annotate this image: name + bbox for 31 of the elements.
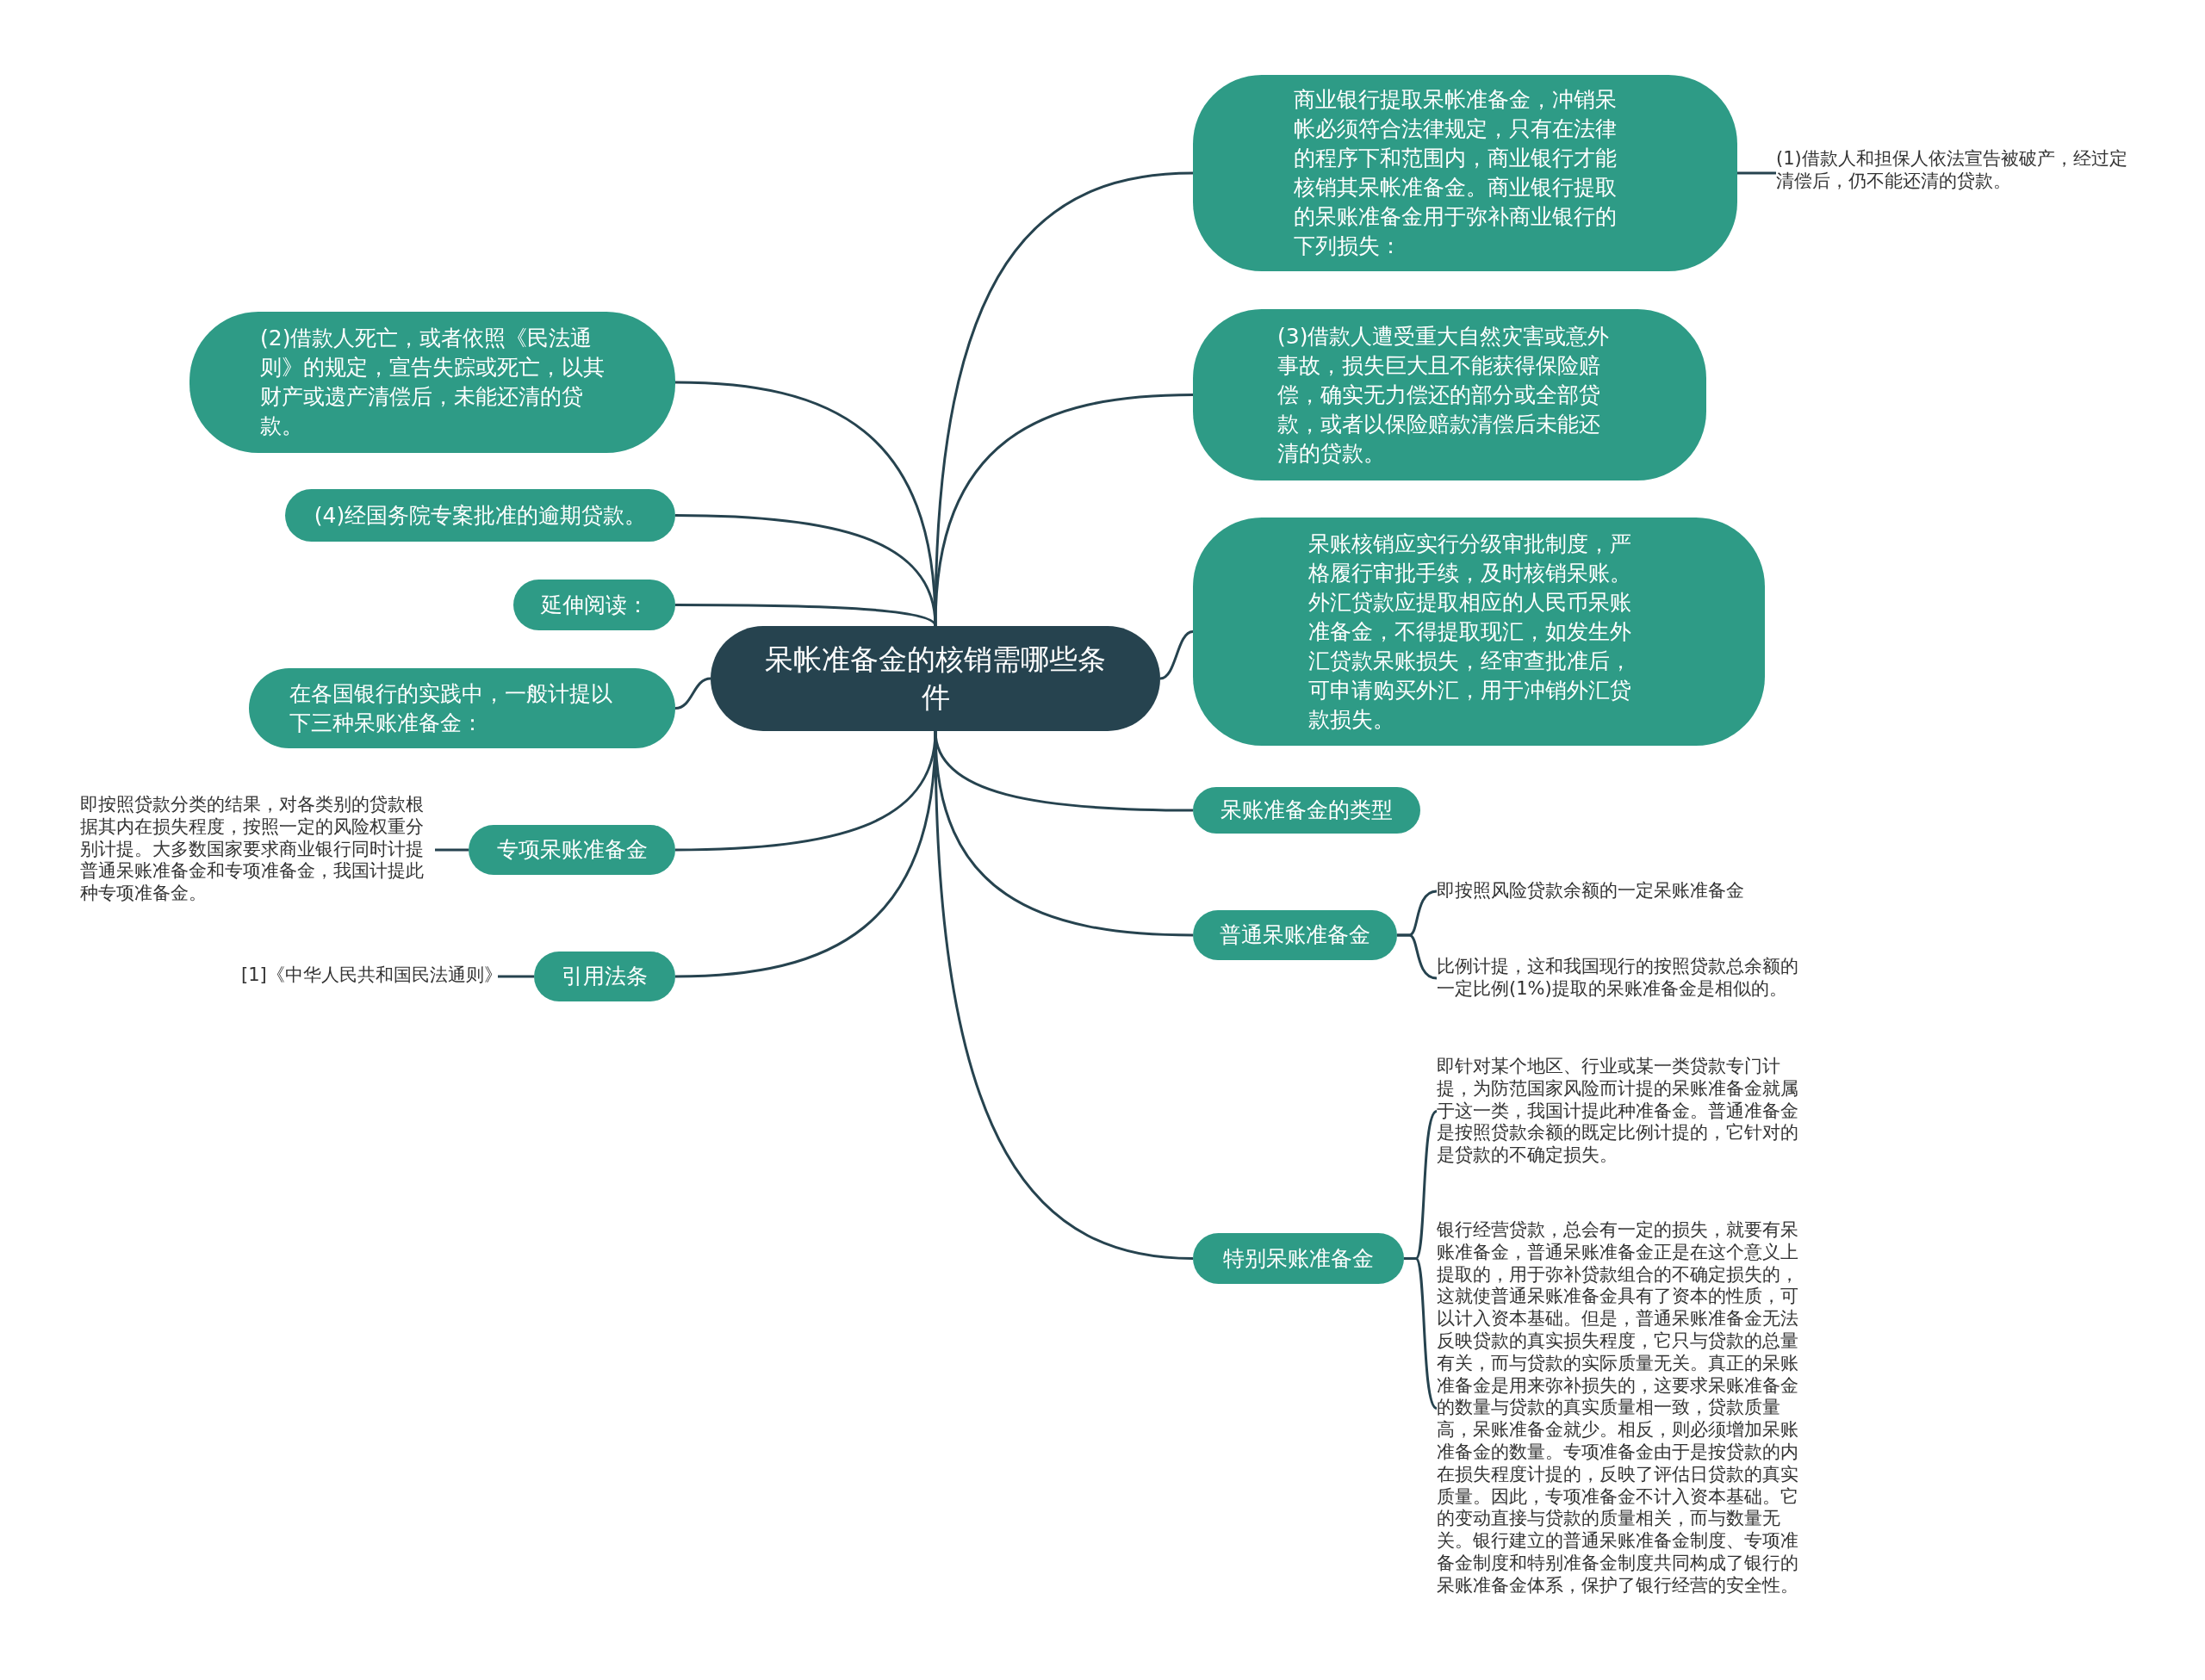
connector: [674, 730, 937, 978]
topic-pill: 延伸阅读：: [513, 580, 675, 630]
topic-pill: 在各国银行的实践中，一般计提以下三种呆账准备金：: [249, 668, 675, 748]
note-text: [1]《中华人民共和国民法通则》: [241, 964, 498, 987]
connector: [934, 730, 1194, 1260]
connector: [674, 677, 711, 710]
topic-pill: 呆账核销应实行分级审批制度，严格履行审批手续，及时核销呆账。外汇贷款应提取相应的人民币呆账准备金，不得提取现汇，如发生外汇贷款呆账损失，经审查批准后，可申请购买外汇，用于冲销外汇贷款损失。: [1193, 518, 1765, 746]
topic-pill: (4)经国务院专案批准的逾期贷款。: [285, 489, 675, 542]
topic-pill: (3)借款人遭受重大自然灾害或意外事故，损失巨大且不能获得保险赔偿，确实无力偿还的部分或全部贷款，或者以保险赔款清偿后未能还清的贷款。: [1193, 309, 1706, 480]
note-text: 即针对某个地区、行业或某一类贷款专门计提，为防范国家风险而计提的呆账准备金就属于这一类，我国计提此种准备金。普通准备金是按照贷款余额的既定比例计提的，它针对的是贷款的不确定损失。: [1437, 1056, 1798, 1167]
connector: [435, 848, 469, 852]
connector: [1159, 630, 1194, 680]
connector: [1404, 1257, 1438, 1410]
note-text: 比例计提，这和我国现行的按照贷款总余额的一定比例(1%)提取的呆账准备金是相似的。: [1437, 956, 1798, 1001]
topic-pill: 引用法条: [534, 952, 675, 1001]
note-text: 即按照贷款分类的结果，对各类别的贷款根据其内在损失程度，按照一定的风险权重分别计提。大多数国家要求商业银行同时计提普通呆账准备金和专项准备金，我国计提此种专项准备金。: [80, 794, 435, 905]
topic-pill: (2)借款人死亡，或者依照《民法通则》的规定，宣告失踪或死亡，以其财产或遗产清偿后，未能还清的贷款。: [189, 312, 675, 453]
note-text: 银行经营贷款，总会有一定的损失，就要有呆账准备金，普通呆账准备金正是在这个意义上提取的，用于弥补贷款组合的不确定损失的，这就使普通呆账准备金具有了资本的性质，可以计入资本基础。但是，普通呆账准备金无法反映贷款的真实损失程度，它只与贷款的总量有关，而与贷款的实际质量无关。真正的呆账准备金是用来弥补损失的，这要求呆账准备金的数量与贷款的真实质量相一致，贷款质量高，呆账准备金就少。相反，则必须增加呆账准备金的数量。专项准备金由于是按贷款的内在损失程度计提的，反映了评估日贷款的真实质量。因此，专项准备金不计入资本基础。它的变动直接与贷款的质量相关，而与数量无关。银行建立的普通呆账准备金制度、专项准备金制度和特别准备金制度共同构成了银行的呆账准备金体系，保护了银行经营的安全性。: [1437, 1219, 1798, 1597]
topic-pill: 商业银行提取呆帐准备金，冲销呆帐必须符合法律规定，只有在法律的程序下和范围内，商业银行才能核销其呆帐准备金。商业银行提取的呆账准备金用于弥补商业银行的下列损失：: [1193, 75, 1737, 271]
topic-pill: 普通呆账准备金: [1193, 910, 1397, 960]
connector: [498, 975, 534, 978]
topic-pill: 特别呆账准备金: [1193, 1233, 1404, 1284]
connector: [1737, 171, 1776, 175]
connector: [1397, 933, 1438, 980]
connector: [675, 604, 937, 627]
note-text: (1)借款人和担保人依法宣告被破产，经过定清偿后，仍不能还清的贷款。: [1776, 148, 2129, 193]
topic-pill: 呆账准备金的类型: [1193, 787, 1420, 834]
connector: [934, 394, 1194, 627]
topic-pill: 专项呆账准备金: [469, 825, 675, 875]
note-text: 即按照风险贷款余额的一定呆账准备金: [1437, 880, 1798, 902]
central-topic: 呆帐准备金的核销需哪些条件: [711, 626, 1160, 731]
